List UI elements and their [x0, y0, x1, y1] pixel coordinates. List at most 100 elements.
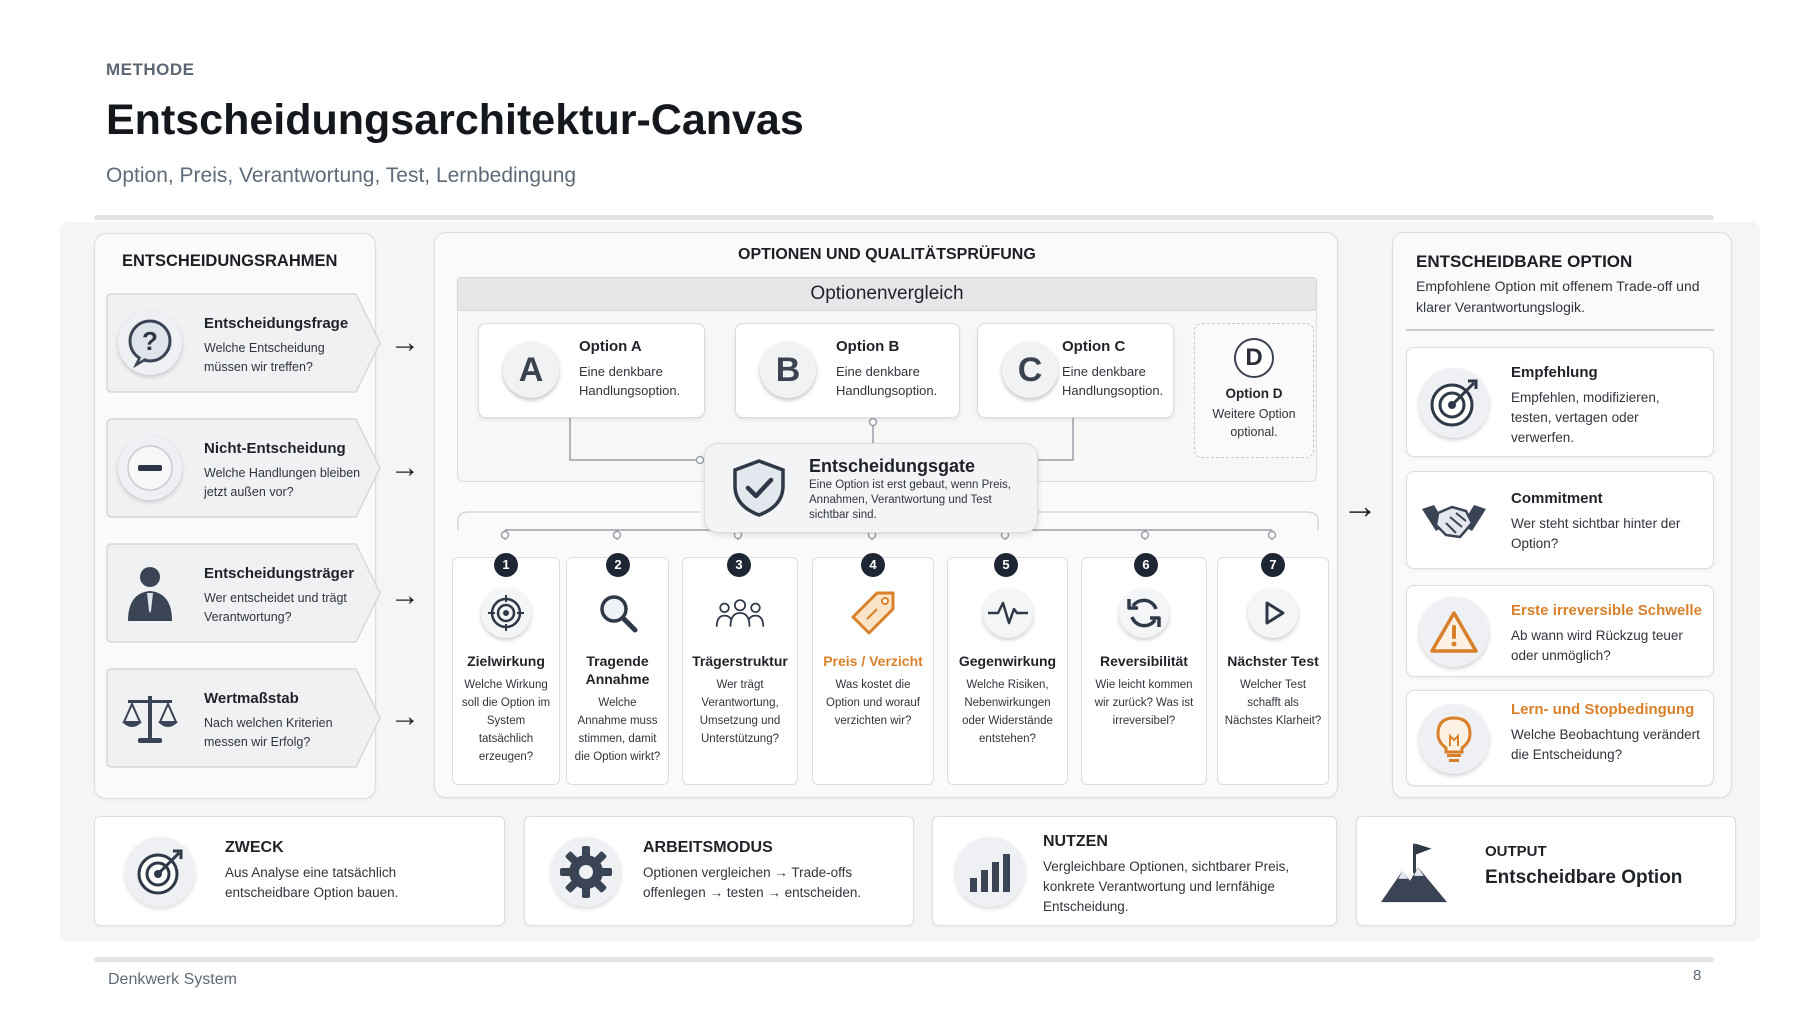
- shield-check-icon: [731, 458, 787, 523]
- bottom-title: OUTPUT: [1485, 843, 1547, 860]
- criterion-desc: Wer trägt Verantwortung, Umsetzung und U…: [699, 679, 781, 745]
- result-intro: Empfohlene Option mit offenem Trade-off …: [1416, 278, 1700, 315]
- criterion-card[interactable]: Nächster Test Welcher Test schafft als N…: [1217, 557, 1329, 785]
- criterion-title: Preis / Verzicht: [823, 653, 923, 669]
- bar-chart-icon: [955, 837, 1025, 907]
- frame-card-decision-maker[interactable]: Entscheidungsträger Wer entscheidet und …: [106, 543, 381, 643]
- frame-heading: ENTSCHEIDUNGSRAHMEN: [122, 252, 338, 270]
- option-title: Option B: [836, 338, 900, 355]
- result-title: Commitment: [1511, 490, 1603, 507]
- arrow-right-icon: →: [390, 579, 420, 612]
- page-number: 8: [1693, 967, 1702, 984]
- frame-card-non-decision[interactable]: Nicht-Entscheidung Welche Handlungen ble…: [106, 418, 381, 518]
- criterion-number: 2: [606, 553, 630, 577]
- bottom-desc: Optionen vergleichen → Trade-offs offenl…: [643, 865, 862, 900]
- criterion-number: 3: [727, 553, 751, 577]
- bottom-title: NUTZEN: [1043, 833, 1108, 850]
- criterion-title: Nächster Test: [1227, 653, 1319, 669]
- option-letter-badge: C: [1002, 342, 1058, 398]
- frame-item-desc: Welche Entscheidung müssen wir treffen?: [204, 341, 325, 374]
- criterion-title: Zielwirkung: [467, 653, 545, 669]
- option-desc: Weitere Option optional.: [1212, 407, 1296, 439]
- arrow-right-icon: →: [390, 700, 420, 733]
- criterion-title: Tragende Annahme: [585, 653, 650, 687]
- arrow-right-icon: →: [1342, 485, 1378, 526]
- frame-card-value-standard[interactable]: Wertmaßstab Nach welchen Kriterien messe…: [106, 668, 381, 768]
- frame-item-title: Entscheidungsfrage: [204, 315, 349, 332]
- option-title: Option D: [1225, 386, 1283, 401]
- refresh-icon: [1119, 588, 1169, 638]
- criterion-desc: Wie leicht kommen wir zurück? Was ist ir…: [1094, 679, 1194, 727]
- criterion-number: 5: [994, 553, 1018, 577]
- options-compare-bar: Optionenvergleich: [457, 277, 1317, 311]
- result-desc: Welche Beobachtung verändert die Entsche…: [1511, 727, 1700, 762]
- frame-card-question[interactable]: ? Entscheidungsfrage Welche Entscheidung…: [106, 293, 381, 393]
- criterion-desc: Welche Wirkung soll die Option im System…: [461, 679, 551, 763]
- result-card-learning[interactable]: Lern- und Stopbedingung Welche Beobachtu…: [1406, 690, 1714, 786]
- mountain-flag-icon: [1379, 837, 1449, 907]
- criterion-number: 4: [861, 553, 885, 577]
- gate-title: Entscheidungsgate: [809, 456, 976, 476]
- criterion-card[interactable]: Zielwirkung Welche Wirkung soll die Opti…: [452, 557, 560, 785]
- option-title: Option C: [1062, 338, 1126, 355]
- bottom-title: ARBEITSMODUS: [643, 839, 773, 856]
- option-title: Option A: [579, 338, 642, 355]
- frame-item-desc: Wer entscheidet und trägt Verantwortung?: [204, 591, 347, 624]
- criterion-number: 6: [1134, 553, 1158, 577]
- scale-icon: [118, 686, 182, 750]
- frame-item-title: Entscheidungsträger: [204, 565, 355, 582]
- option-card-c[interactable]: C Option C Eine denkbare Handlungsoption…: [977, 323, 1174, 418]
- result-desc: Wer steht sichtbar hinter der Option?: [1511, 516, 1681, 551]
- option-desc: Eine denkbare Handlungsoption.: [1062, 364, 1164, 398]
- arrow-right-icon: →: [390, 451, 420, 484]
- warning-icon: [1419, 597, 1489, 667]
- magnifier-icon: [593, 588, 643, 638]
- result-card-irreversible[interactable]: Erste irreversible Schwelle Ab wann wird…: [1406, 585, 1714, 677]
- criterion-desc: Welche Risiken, Nebenwirkungen oder Wide…: [962, 679, 1053, 745]
- handshake-icon: [1419, 486, 1489, 556]
- option-card-b[interactable]: B Option B Eine denkbare Handlungsoption…: [735, 323, 960, 418]
- bottom-divider: [94, 957, 1714, 962]
- option-card-d[interactable]: D Option D Weitere Option optional.: [1194, 323, 1314, 458]
- lightbulb-icon: [1419, 704, 1489, 774]
- criterion-number: 7: [1261, 553, 1285, 577]
- dart-target-icon: [1419, 368, 1489, 438]
- criterion-card[interactable]: Reversibilität Wie leicht kommen wir zur…: [1081, 557, 1207, 785]
- result-title: Erste irreversible Schwelle: [1511, 602, 1702, 619]
- arrow-right-icon: →: [390, 326, 420, 359]
- bottom-card-zweck[interactable]: ZWECK Aus Analyse eine tatsächlich entsc…: [94, 816, 505, 926]
- pulse-icon: [982, 588, 1033, 638]
- criterion-card[interactable]: Trägerstruktur Wer trägt Verantwortung, …: [682, 557, 798, 785]
- result-card-commitment[interactable]: Commitment Wer steht sichtbar hinter der…: [1406, 471, 1714, 569]
- options-heading: OPTIONEN UND QUALITÄTSPRÜFUNG: [738, 246, 1036, 263]
- option-letter-badge: A: [503, 342, 559, 398]
- criterion-title: Reversibilität: [1100, 653, 1188, 669]
- criterion-title: Trägerstruktur: [692, 653, 788, 669]
- criterion-desc: Was kostet die Option und worauf verzich…: [826, 679, 920, 727]
- bottom-title: ZWECK: [225, 839, 284, 856]
- result-title: Empfehlung: [1511, 364, 1598, 381]
- criterion-card[interactable]: Preis / Verzicht Was kostet die Option u…: [812, 557, 934, 785]
- result-heading: ENTSCHEIDBARE OPTION: [1416, 252, 1633, 271]
- frame-item-title: Wertmaßstab: [204, 690, 299, 707]
- option-letter-badge: D: [1234, 338, 1274, 378]
- result-desc: Empfehlen, modifizieren, testen, vertage…: [1511, 390, 1660, 445]
- bottom-card-output[interactable]: OUTPUT Entscheidbare Option: [1356, 816, 1736, 926]
- bottom-card-arbeitsmodus[interactable]: ARBEITSMODUS Optionen vergleichen → Trad…: [524, 816, 914, 926]
- price-tag-icon: [848, 588, 898, 638]
- option-desc: Eine denkbare Handlungsoption.: [836, 364, 938, 398]
- criterion-card[interactable]: Gegenwirkung Welche Risiken, Nebenwirkun…: [947, 557, 1068, 785]
- bottom-card-nutzen[interactable]: NUTZEN Vergleichbare Optionen, sichtbare…: [932, 816, 1337, 926]
- footer-label: Denkwerk System: [108, 971, 237, 988]
- frame-item-title: Nicht-Entscheidung: [204, 440, 346, 457]
- decision-gate[interactable]: Entscheidungsgate Eine Option ist erst g…: [704, 443, 1038, 533]
- result-card-recommendation[interactable]: Empfehlung Empfehlen, modifizieren, test…: [1406, 347, 1714, 457]
- result-title: Lern- und Stopbedingung: [1511, 701, 1695, 718]
- target-icon: [481, 588, 531, 638]
- option-card-a[interactable]: A Option A Eine denkbare Handlungsoption…: [478, 323, 705, 418]
- criterion-card[interactable]: Tragende Annahme Welche Annahme muss sti…: [566, 557, 669, 785]
- option-desc: Eine denkbare Handlungsoption.: [579, 364, 681, 398]
- page-subtitle: Option, Preis, Verantwortung, Test, Lern…: [106, 164, 577, 187]
- person-icon: [118, 561, 182, 625]
- criterion-desc: Welche Annahme muss stimmen, damit die O…: [574, 697, 661, 763]
